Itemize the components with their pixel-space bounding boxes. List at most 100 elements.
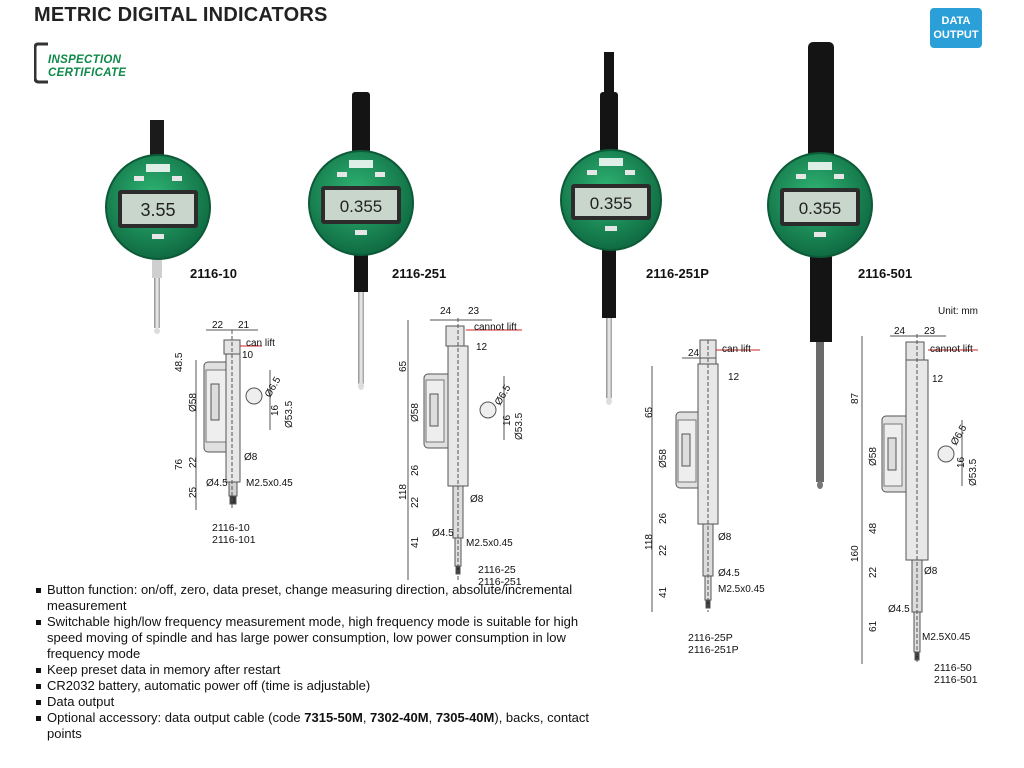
feature-item: Keep preset data in memory after restart: [34, 662, 594, 678]
d3-bore: Ø8: [718, 532, 732, 543]
d4-dia: Ø58: [868, 447, 879, 466]
drawing-codes-1: 2116-10 2116-101: [212, 522, 256, 546]
drawing-codes-2: 2116-25 2116-251: [478, 564, 522, 588]
d1-bore: Ø8: [244, 452, 258, 463]
d2-top: 24: [440, 306, 452, 317]
d3-thread: M2.5x0.45: [718, 584, 765, 595]
d4-h3: 22: [868, 566, 879, 578]
unit-label: Unit: mm: [938, 306, 978, 317]
d3-total: 118: [644, 534, 655, 550]
d1-thread: M2.5x0.45: [246, 478, 293, 489]
d4-thread: M2.5X0.45: [922, 632, 971, 643]
d4-hole: Ø6.5: [949, 423, 970, 448]
certificate-line1: INSPECTION: [48, 54, 122, 66]
feature-item: Switchable high/low frequency measuremen…: [34, 614, 594, 662]
separator: ,: [362, 710, 371, 725]
d2-dia: Ø58: [410, 403, 421, 422]
d2-hole: Ø6.5: [493, 383, 514, 408]
d3-lift: can lift: [722, 344, 751, 355]
feature-item: Button function: on/off, zero, data pres…: [34, 582, 594, 614]
d4-hole-off: 16: [956, 456, 967, 468]
drawing-code: 2116-25: [478, 564, 516, 576]
d3-h4: 41: [658, 586, 669, 598]
d3-h3: 22: [658, 544, 669, 556]
d4-h1: 87: [850, 392, 861, 404]
d2-tip: Ø4.5: [432, 528, 454, 539]
d2-total: 118: [398, 484, 409, 500]
inspection-certificate-logo: INSPECTION CERTIFICATE: [33, 42, 158, 84]
d3-h2: 26: [658, 512, 669, 524]
d4-bore: Ø8: [924, 566, 938, 577]
d3-top: 24: [688, 348, 700, 359]
d1-dia: Ø58: [188, 393, 199, 412]
drawing-code: 2116-501: [934, 674, 978, 686]
drawing-codes-4: 2116-50 2116-501: [934, 662, 978, 686]
product-photos: 3.55 0.355 0.355: [105, 42, 873, 489]
model-label-2116-251: 2116-251: [392, 266, 447, 281]
drawing-codes-3: 2116-25P 2116-251P: [688, 632, 739, 656]
drawing-2116-501: [861, 334, 978, 664]
separator: ,: [428, 710, 436, 725]
d1-outer: Ø53.5: [284, 400, 295, 428]
d4-total: 160: [850, 545, 861, 562]
d1-hole: Ø6.5: [263, 375, 284, 400]
d4-top2: 23: [924, 326, 936, 337]
indicator-1-reading: 3.55: [140, 200, 175, 220]
d4-h4: 61: [868, 620, 879, 632]
d2-hole-off: 16: [502, 414, 513, 426]
d1-stem: 10: [242, 350, 254, 361]
indicator-2-reading: 0.355: [340, 197, 383, 216]
drawing-2116-251P: [651, 339, 760, 612]
cable-code: 7302-40M: [370, 710, 429, 725]
indicator-3-reading: 0.355: [590, 194, 633, 213]
d1-h3: 25: [188, 486, 199, 498]
model-label-2116-501: 2116-501: [858, 266, 913, 281]
feature-text: ), backs, contact points: [47, 710, 590, 741]
d4-stem: 12: [932, 374, 944, 385]
d2-top2: 23: [468, 306, 480, 317]
d2-h2: 26: [410, 464, 421, 476]
drawing-code: 2116-25P: [688, 632, 733, 644]
indicator-2116-501: 0.355: [767, 42, 873, 489]
feature-item: CR2032 battery, automatic power off (tim…: [34, 678, 594, 694]
d3-tip: Ø4.5: [718, 568, 740, 579]
page-title: METRIC DIGITAL INDICATORS: [34, 4, 328, 26]
d2-h1: 65: [398, 360, 409, 372]
indicator-2116-10: 3.55: [105, 120, 211, 334]
indicator-2116-251: 0.355: [308, 92, 414, 390]
d1-top: 22: [212, 320, 224, 331]
model-label-2116-10: 2116-10: [190, 266, 237, 281]
d2-thread: M2.5x0.45: [466, 538, 513, 549]
drawing-code: 2116-251P: [688, 644, 739, 656]
drawing-code: 2116-10: [212, 522, 250, 534]
d4-lift: cannot lift: [930, 344, 973, 355]
feature-text: Optional accessory: data output cable (c…: [47, 710, 305, 725]
drawing-2116-251: [407, 318, 522, 580]
d4-tip: Ø4.5: [888, 604, 910, 615]
drawing-2116-10: [195, 329, 271, 510]
drawing-code: 2116-251: [478, 576, 522, 588]
feature-list: Button function: on/off, zero, data pres…: [34, 582, 594, 742]
d3-dia: Ø58: [658, 449, 669, 468]
d1-h2: 22: [188, 456, 199, 468]
indicator-2116-251P: 0.355: [560, 52, 662, 405]
d1-hole-off: 16: [270, 404, 281, 416]
indicator-4-reading: 0.355: [799, 199, 842, 218]
cable-code: 7315-50M: [304, 710, 363, 725]
drawing-code: 2116-50: [934, 662, 972, 674]
d4-outer: Ø53.5: [968, 458, 979, 486]
certificate-line2: CERTIFICATE: [48, 67, 127, 79]
d4-h2: 48: [868, 522, 879, 534]
d2-bore: Ø8: [470, 494, 484, 505]
certificate-bracket-icon: [33, 42, 48, 84]
d2-outer: Ø53.5: [514, 412, 525, 440]
d1-total: 76: [174, 458, 185, 470]
feature-item: Data output: [34, 694, 594, 710]
d1-lift: can lift: [246, 338, 275, 349]
model-label-2116-251P: 2116-251P: [646, 266, 709, 281]
badge-line1: DATA: [941, 15, 971, 27]
d1-h1: 48.5: [174, 352, 185, 372]
feature-item: Optional accessory: data output cable (c…: [34, 710, 594, 742]
d3-stem: 12: [728, 372, 740, 383]
d3-h1: 65: [644, 406, 655, 418]
